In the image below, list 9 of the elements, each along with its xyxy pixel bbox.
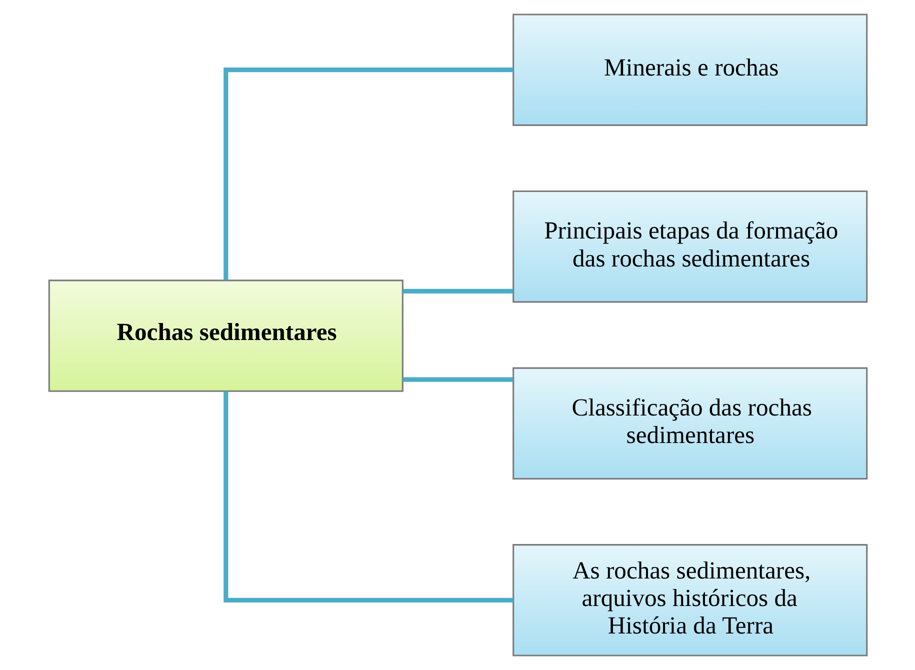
node-box: Rochas sedimentares <box>48 280 403 392</box>
node-box: Minerais e rochas <box>512 14 868 126</box>
node-box: As rochas sedimentares, arquivos históricos da História da Terra <box>512 544 868 656</box>
connector <box>402 377 512 382</box>
node-box: Classificação das rochas sedimentares <box>512 367 868 480</box>
connector <box>402 288 512 294</box>
connector <box>223 68 513 280</box>
connector <box>223 391 513 602</box>
node-box: Principais etapas da formação das rochas sedimentares <box>512 190 868 303</box>
